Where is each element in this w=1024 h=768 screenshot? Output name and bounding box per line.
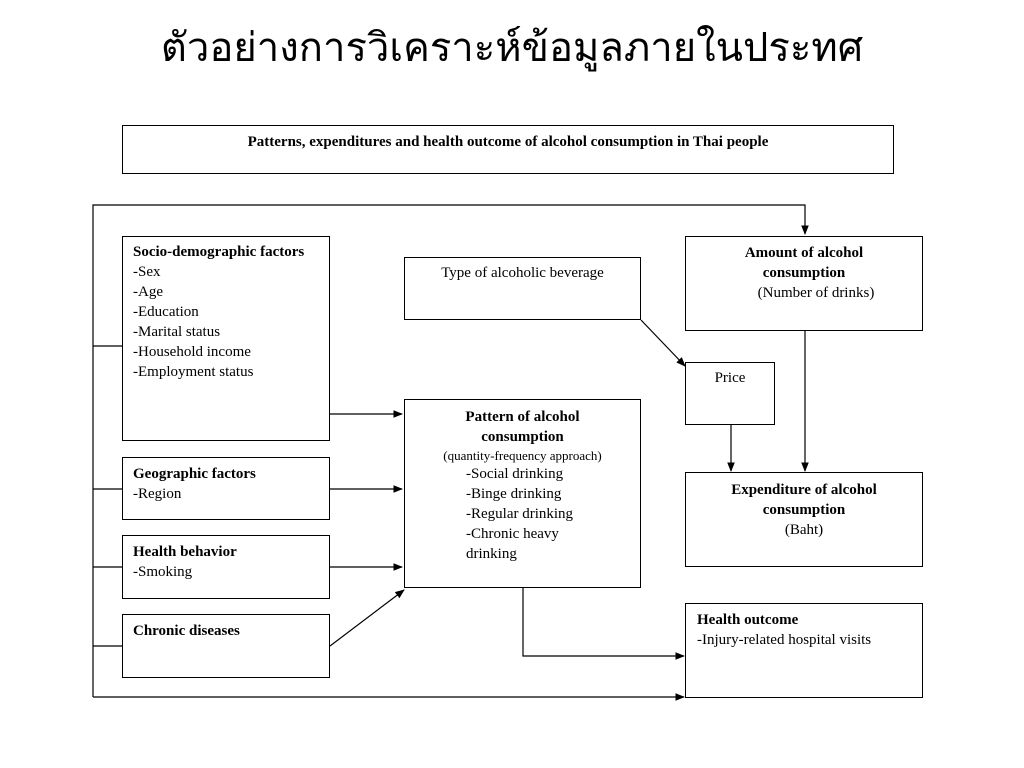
main-topic-box: Patterns, expenditures and health outcom…	[122, 125, 894, 174]
pattern-item: -Social drinking	[466, 466, 564, 482]
health-behavior-heading: Health behavior	[133, 544, 237, 560]
price-box: Price	[685, 362, 775, 425]
arrow-chronic-pattern	[329, 589, 405, 647]
arrow-beverage-price	[640, 319, 686, 367]
geographic-item: -Region	[133, 486, 182, 502]
expenditure-sub: (Baht)	[784, 522, 824, 538]
arrow-pattern-outcome	[522, 588, 685, 660]
beverage-type-box: Type of alcoholic beverage	[404, 257, 641, 320]
pattern-item: -Regular drinking	[466, 506, 574, 522]
health-outcome-item: -Injury-related hospital visits	[697, 632, 872, 648]
pattern-subheading: (quantity-frequency approach)	[443, 448, 602, 463]
amount-sub: (Number of drinks)	[757, 285, 875, 301]
beverage-type-text: Type of alcoholic beverage	[441, 265, 604, 281]
health-outcome-box: Health outcome -Injury-related hospital …	[685, 603, 923, 698]
pattern-item: -Binge drinking	[466, 486, 562, 502]
socio-item: -Marital status	[133, 324, 221, 340]
chronic-diseases-box: Chronic diseases	[122, 614, 330, 678]
socio-item: -Household income	[133, 344, 251, 360]
socio-item: -Age	[133, 284, 163, 300]
socio-item: -Sex	[133, 264, 161, 280]
expenditure-heading: Expenditure of alcohol consumption	[731, 482, 877, 518]
amount-heading: Amount of alcohol consumption	[744, 245, 864, 281]
health-behavior-box: Health behavior -Smoking	[122, 535, 330, 599]
pattern-item: -Chronic heavy drinking	[466, 526, 559, 562]
pattern-heading: Pattern of alcohol consumption	[465, 409, 580, 445]
slide-title: ตัวอย่างการวิเคราะห์ข้อมูลภายในประทศ	[160, 25, 864, 71]
chronic-heading: Chronic diseases	[133, 623, 240, 639]
health-outcome-heading: Health outcome	[697, 612, 799, 628]
socio-item: -Employment status	[133, 364, 254, 380]
socio-heading: Socio-demographic factors	[133, 244, 305, 260]
geographic-box: Geographic factors -Region	[122, 457, 330, 520]
price-text: Price	[714, 370, 746, 386]
health-behavior-item: -Smoking	[133, 564, 193, 580]
socio-item: -Education	[133, 304, 199, 320]
geographic-heading: Geographic factors	[133, 466, 256, 482]
socio-demographic-box: Socio-demographic factors -Sex -Age -Edu…	[122, 236, 330, 441]
amount-box: Amount of alcohol consumption (Number of…	[685, 236, 923, 331]
pattern-box: Pattern of alcohol consumption (quantity…	[404, 399, 641, 588]
main-topic-text: Patterns, expenditures and health outcom…	[247, 134, 769, 150]
expenditure-box: Expenditure of alcohol consumption (Baht…	[685, 472, 923, 567]
